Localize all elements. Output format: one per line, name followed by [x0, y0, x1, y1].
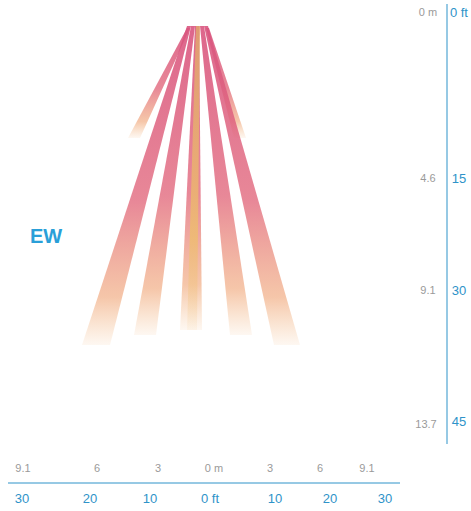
- scale-metric: 3: [155, 463, 161, 474]
- scale-metric: 9.1: [420, 285, 435, 296]
- scale-metric: 0 m: [205, 463, 223, 474]
- scale-metric: 9.1: [359, 463, 374, 474]
- scale-metric: 6: [94, 463, 100, 474]
- horizontal-scale-line: [8, 483, 400, 484]
- scale-feet: 20: [323, 492, 337, 505]
- scale-metric: 4.6: [420, 173, 435, 184]
- beam: [180, 26, 202, 330]
- view-title: EW: [30, 226, 62, 246]
- scale-feet: 30: [378, 492, 392, 505]
- scale-metric: 0 m: [419, 7, 437, 18]
- scale-feet: 0 ft: [450, 6, 468, 19]
- scale-feet: 30: [15, 492, 29, 505]
- scale-feet: 30: [452, 284, 466, 297]
- beam: [187, 26, 200, 330]
- scale-metric: 13.7: [415, 419, 436, 430]
- scale-feet: 20: [83, 492, 97, 505]
- scale-feet: 10: [143, 492, 157, 505]
- scale-metric: 9.1: [15, 463, 30, 474]
- vertical-scale-line: [447, 4, 448, 444]
- beam: [204, 26, 300, 345]
- scale-metric: 6: [317, 463, 323, 474]
- scale-feet: 10: [268, 492, 282, 505]
- scale-feet: 45: [452, 415, 466, 428]
- detection-beams: [82, 26, 300, 345]
- scale-metric: 3: [267, 463, 273, 474]
- scale-feet: 15: [452, 172, 466, 185]
- scale-feet: 0 ft: [201, 492, 219, 505]
